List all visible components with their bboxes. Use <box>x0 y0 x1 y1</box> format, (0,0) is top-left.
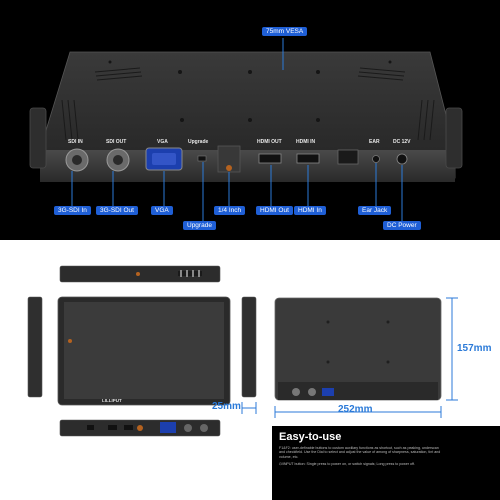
port-label-ear: EAR <box>369 139 380 145</box>
easy-line-1: F1&F2: user-definable buttons to custom … <box>279 446 441 459</box>
port-label-hdmi-in: HDMI IN <box>296 139 316 145</box>
port-label-hdmi-out: HDMI OUT <box>257 139 282 145</box>
tag-hdmi-in: HDMI In <box>294 206 326 215</box>
port-label-vga: VGA <box>157 139 168 145</box>
easy-title: Easy-to-use <box>279 431 342 443</box>
tag-3g-sdi-in: 3G-SDI In <box>54 206 91 215</box>
easy-line-2: ⏻/INPUT button: Single press to power on… <box>279 462 415 466</box>
orthographic-views <box>27 265 458 437</box>
tag-hdmi-out: HDMI Out <box>256 206 293 215</box>
dim-depth: 25mm <box>212 401 241 412</box>
tag-upgrade: Upgrade <box>183 221 216 230</box>
tag-quarter-inch: 1/4 Inch <box>214 206 246 215</box>
port-label-dc: DC 12V <box>393 139 411 145</box>
port-label-sdi-out: SDI OUT <box>106 139 127 145</box>
tag-3g-sdi-out: 3G-SDI Out <box>96 206 138 215</box>
front-logo: LILLIPUT <box>102 398 122 403</box>
port-label-upgrade: Upgrade <box>188 139 209 145</box>
tag-dc-power: DC Power <box>383 221 421 230</box>
tag-ear-jack: Ear Jack <box>358 206 392 215</box>
vesa-tag: 75mm VESA <box>262 27 308 36</box>
tag-vga: VGA <box>151 206 173 215</box>
monitor-rear-drawing <box>29 38 463 222</box>
easy-to-use-panel <box>272 426 500 500</box>
dim-width: 252mm <box>338 404 373 415</box>
dim-height: 157mm <box>457 343 492 354</box>
port-label-sdi-in: SDI IN <box>68 139 83 145</box>
